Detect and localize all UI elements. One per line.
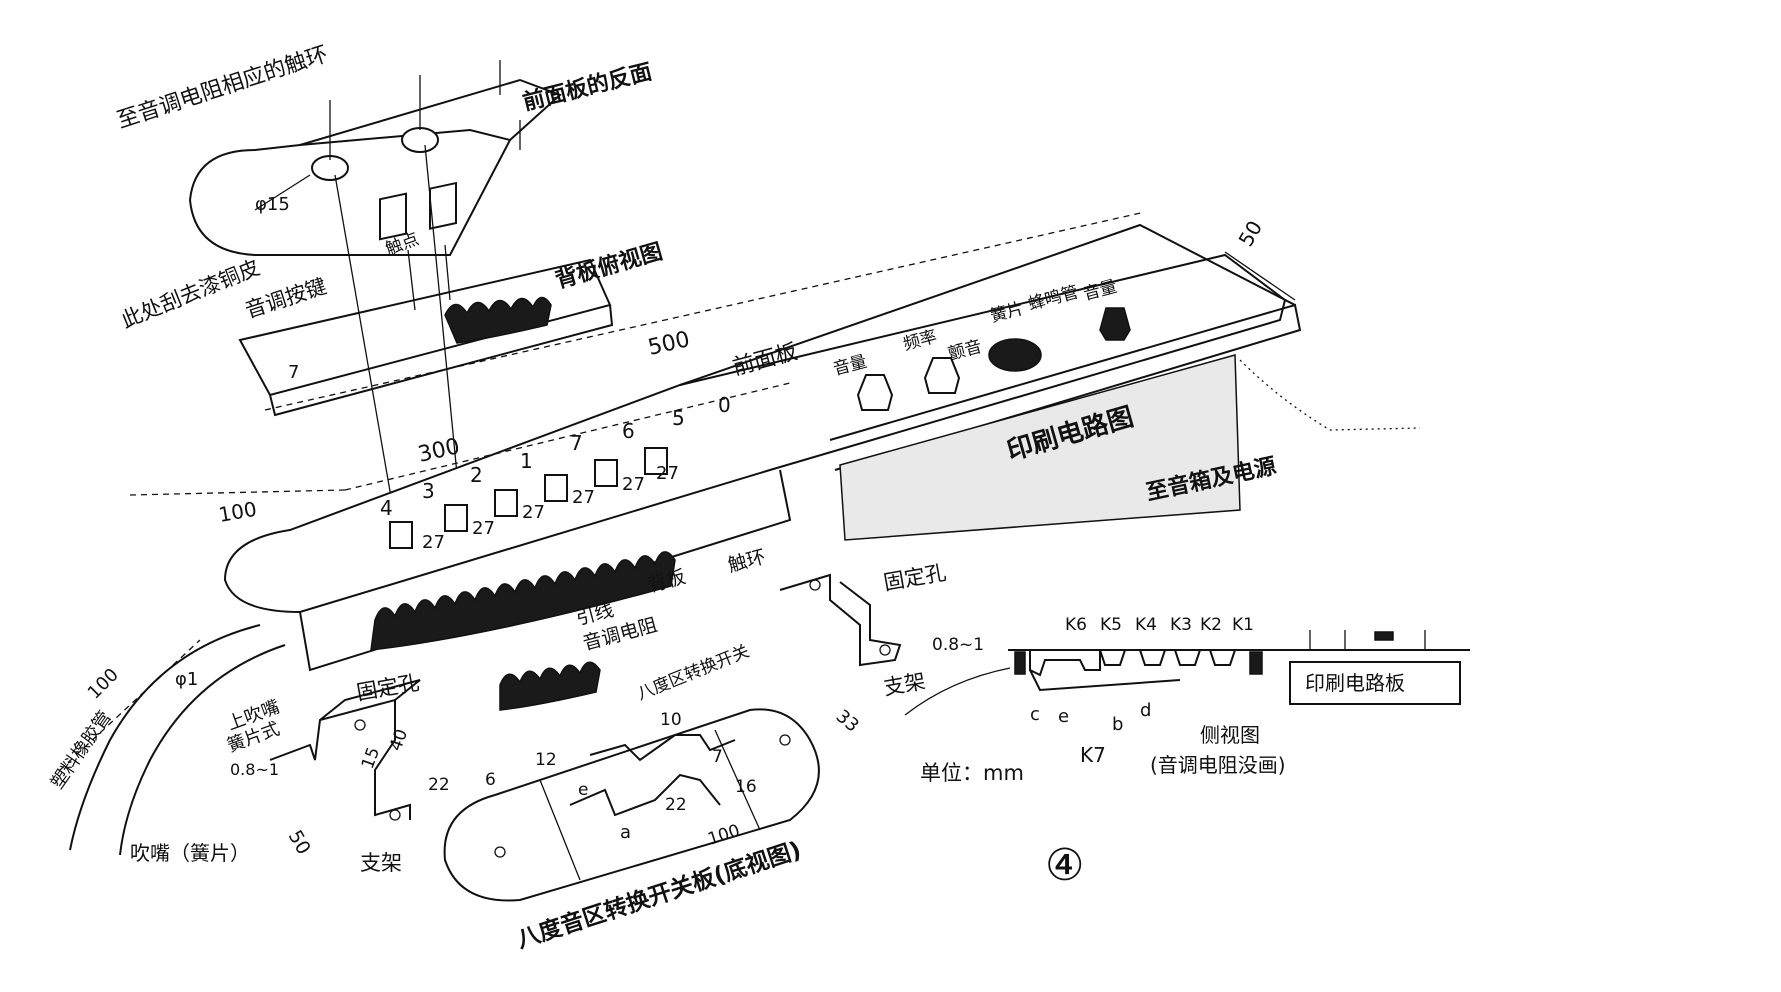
key-num: 2	[470, 463, 483, 487]
knob	[923, 357, 961, 394]
main-keys	[389, 447, 668, 549]
dim-22b-label: 22	[665, 795, 687, 815]
mouthpiece-label: 吹嘴（簧片）	[130, 841, 250, 865]
tone-resistor-part	[499, 661, 601, 711]
fix-hole-right-label: 固定孔	[882, 560, 948, 595]
dim-100-tube-label: 100	[84, 664, 123, 703]
key	[389, 521, 413, 549]
k-label: K6	[1065, 615, 1087, 635]
key	[544, 474, 568, 502]
k-label: K3	[1170, 615, 1192, 635]
contact-ring-label: 触环	[726, 546, 768, 577]
key	[494, 489, 518, 517]
dim-100-top-line	[129, 489, 346, 496]
tone-key-label: 音调按键	[242, 274, 329, 323]
front-panel-reverse-label: 前面板的反面	[520, 59, 654, 116]
spacing-label: 27	[572, 487, 595, 508]
dim-10-label: 10	[660, 710, 682, 730]
octave-switch-board	[443, 708, 820, 902]
phi15-label: φ15	[255, 194, 290, 215]
dim-16-label: 16	[735, 777, 757, 797]
front-panel-knobs	[856, 307, 1131, 411]
key-num: 6	[622, 419, 635, 443]
k7-label: K7	[1080, 743, 1106, 767]
side-letter: b	[1112, 714, 1123, 735]
figure-number: ④	[1045, 840, 1084, 891]
front-panel-reverse-detail	[188, 60, 562, 256]
k-label: K4	[1135, 615, 1157, 635]
fix-hole-left-label: 固定孔	[355, 670, 421, 705]
dim-12-label: 12	[535, 750, 557, 770]
dim-08-left-label: 0.8~1	[230, 760, 279, 779]
key	[444, 504, 468, 532]
power-cable	[1239, 359, 1421, 431]
key-num: 3	[422, 479, 435, 503]
side-letter: c	[1030, 704, 1040, 725]
main-instrument-body: 印刷电路图	[223, 223, 1302, 672]
spacing-label: 27	[656, 463, 679, 484]
key-num: 5	[672, 406, 685, 430]
side-view-detail	[1008, 630, 1470, 705]
dim-15-label: 15	[358, 745, 384, 772]
leader-line	[334, 174, 396, 521]
dim-50-line	[1224, 251, 1296, 301]
scrape-copper-label: 此处刮去漆铜皮	[118, 255, 263, 332]
side-view-sub-label: (音调电阻没画)	[1150, 753, 1286, 777]
key	[644, 447, 668, 475]
key-num: 4	[380, 496, 393, 520]
dim-40-label: 40	[386, 727, 412, 754]
spacing-label: 27	[522, 502, 545, 523]
back-panel-top-view	[238, 181, 614, 417]
key-contact-label: 至音调电阻相应的触环	[114, 42, 331, 134]
letter-a-label: a	[620, 822, 631, 843]
dim-50-bracket-label: 50	[284, 827, 315, 859]
phi1-label: φ1	[175, 669, 198, 690]
k-label: K5	[1100, 615, 1122, 635]
rubber-tube	[69, 624, 261, 851]
side-letter: e	[1058, 706, 1069, 727]
dim-100-tube-line	[59, 639, 201, 771]
left-bracket	[269, 679, 421, 821]
spacing-label: 27	[422, 532, 445, 553]
side-view-arrow	[904, 667, 1011, 716]
knob	[856, 374, 894, 411]
dim-7b-label: 7	[712, 747, 723, 767]
leader-line	[424, 144, 461, 506]
dim-08-right-label: 0.8~1	[932, 635, 984, 655]
bracket-left-label: 支架	[360, 851, 402, 875]
back-panel-view-label: 背板俯视图	[552, 238, 665, 293]
key-num: 1	[520, 449, 533, 473]
unit-label: 单位：mm	[920, 761, 1024, 785]
k-label: K1	[1232, 615, 1254, 635]
key-num: 0	[718, 393, 731, 417]
dim-500-label: 500	[646, 327, 693, 361]
spacing-label: 27	[622, 474, 645, 495]
right-bracket	[779, 573, 902, 667]
rubber-tube	[119, 644, 286, 856]
dim-50-label: 50	[1234, 216, 1268, 250]
dim-100-top-label: 100	[217, 497, 259, 527]
side-view-label: 侧视图	[1200, 723, 1260, 747]
key	[594, 459, 618, 487]
knob	[1099, 307, 1131, 341]
k-label: K2	[1200, 615, 1222, 635]
side-letter: d	[1140, 700, 1151, 721]
knob	[988, 338, 1042, 372]
bracket-right-label: 支架	[882, 669, 928, 700]
spacing-label: 27	[472, 518, 495, 539]
key-num: 7	[570, 431, 583, 455]
dim-6-label: 6	[485, 770, 496, 790]
dim-7-label: 7	[288, 362, 299, 383]
letter-e-label: e	[578, 780, 588, 800]
dim-500-line	[264, 211, 1146, 411]
dim-33-label: 33	[832, 706, 863, 737]
dim-22-label: 22	[428, 775, 450, 795]
octave-switch-label: 八度区转换开关	[634, 642, 752, 705]
pcb-board-label: 印刷电路板	[1305, 671, 1405, 695]
